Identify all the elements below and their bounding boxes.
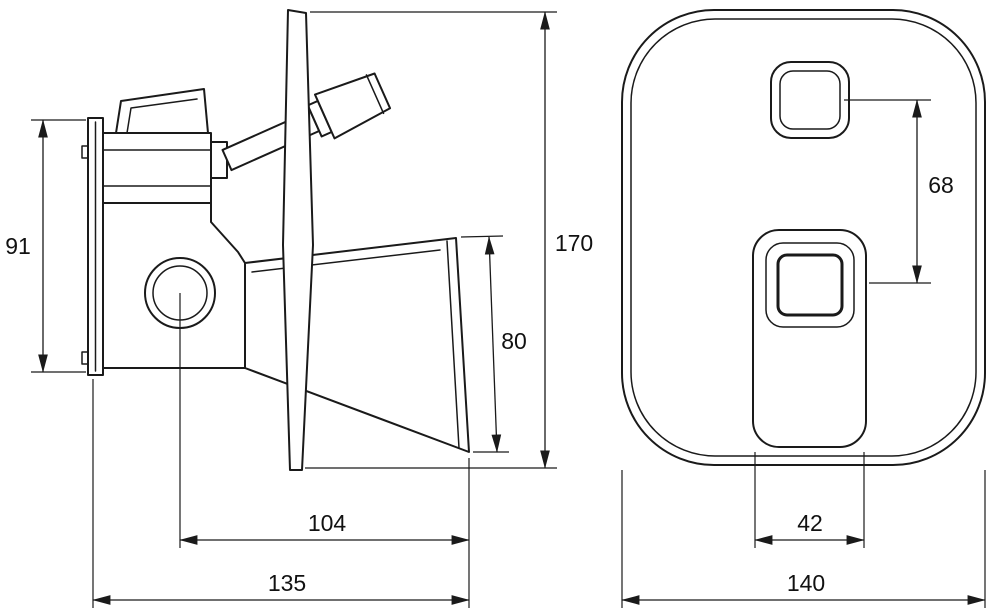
lever-ring: [765, 242, 855, 328]
cartridge-body: [102, 132, 212, 204]
dimline-80: [484, 236, 502, 453]
dim-label-lever-width: 42: [797, 510, 823, 536]
dim-label-spout-face-height: 80: [501, 328, 527, 354]
lever-plate-front: [752, 229, 867, 448]
lever-opening: [776, 253, 844, 317]
dim-label-plate-width: 140: [787, 570, 825, 596]
cartridge-top-detail: [126, 98, 198, 134]
front-view: [621, 9, 986, 466]
front-view-dimensions: 68 42 140: [621, 99, 986, 608]
side-view-dimensions: 91 170 80 104 135: [5, 11, 593, 608]
diverter-opening-inner: [779, 70, 841, 130]
mount-tab-bottom: [81, 351, 89, 365]
dim-label-opening-spacing: 68: [928, 172, 954, 198]
side-view: [81, 9, 470, 471]
dim-label-plate-height: 91: [5, 233, 31, 259]
dim-label-overall-depth: 135: [268, 570, 306, 596]
spout-wedge: [244, 237, 470, 453]
diverter-opening-outer: [770, 61, 850, 139]
knob-connector: [210, 141, 228, 179]
spout-face-line: [446, 240, 460, 449]
knob-cap-line: [365, 74, 385, 115]
dim-label-overall-height: 170: [555, 230, 593, 256]
knob-body: [313, 72, 392, 140]
ext-80-top: [460, 235, 504, 238]
cover-plate-inner: [630, 18, 977, 457]
mount-tab-top: [81, 145, 89, 159]
lever-blade: [282, 9, 314, 471]
dim-label-axis-to-spout: 104: [308, 510, 347, 536]
